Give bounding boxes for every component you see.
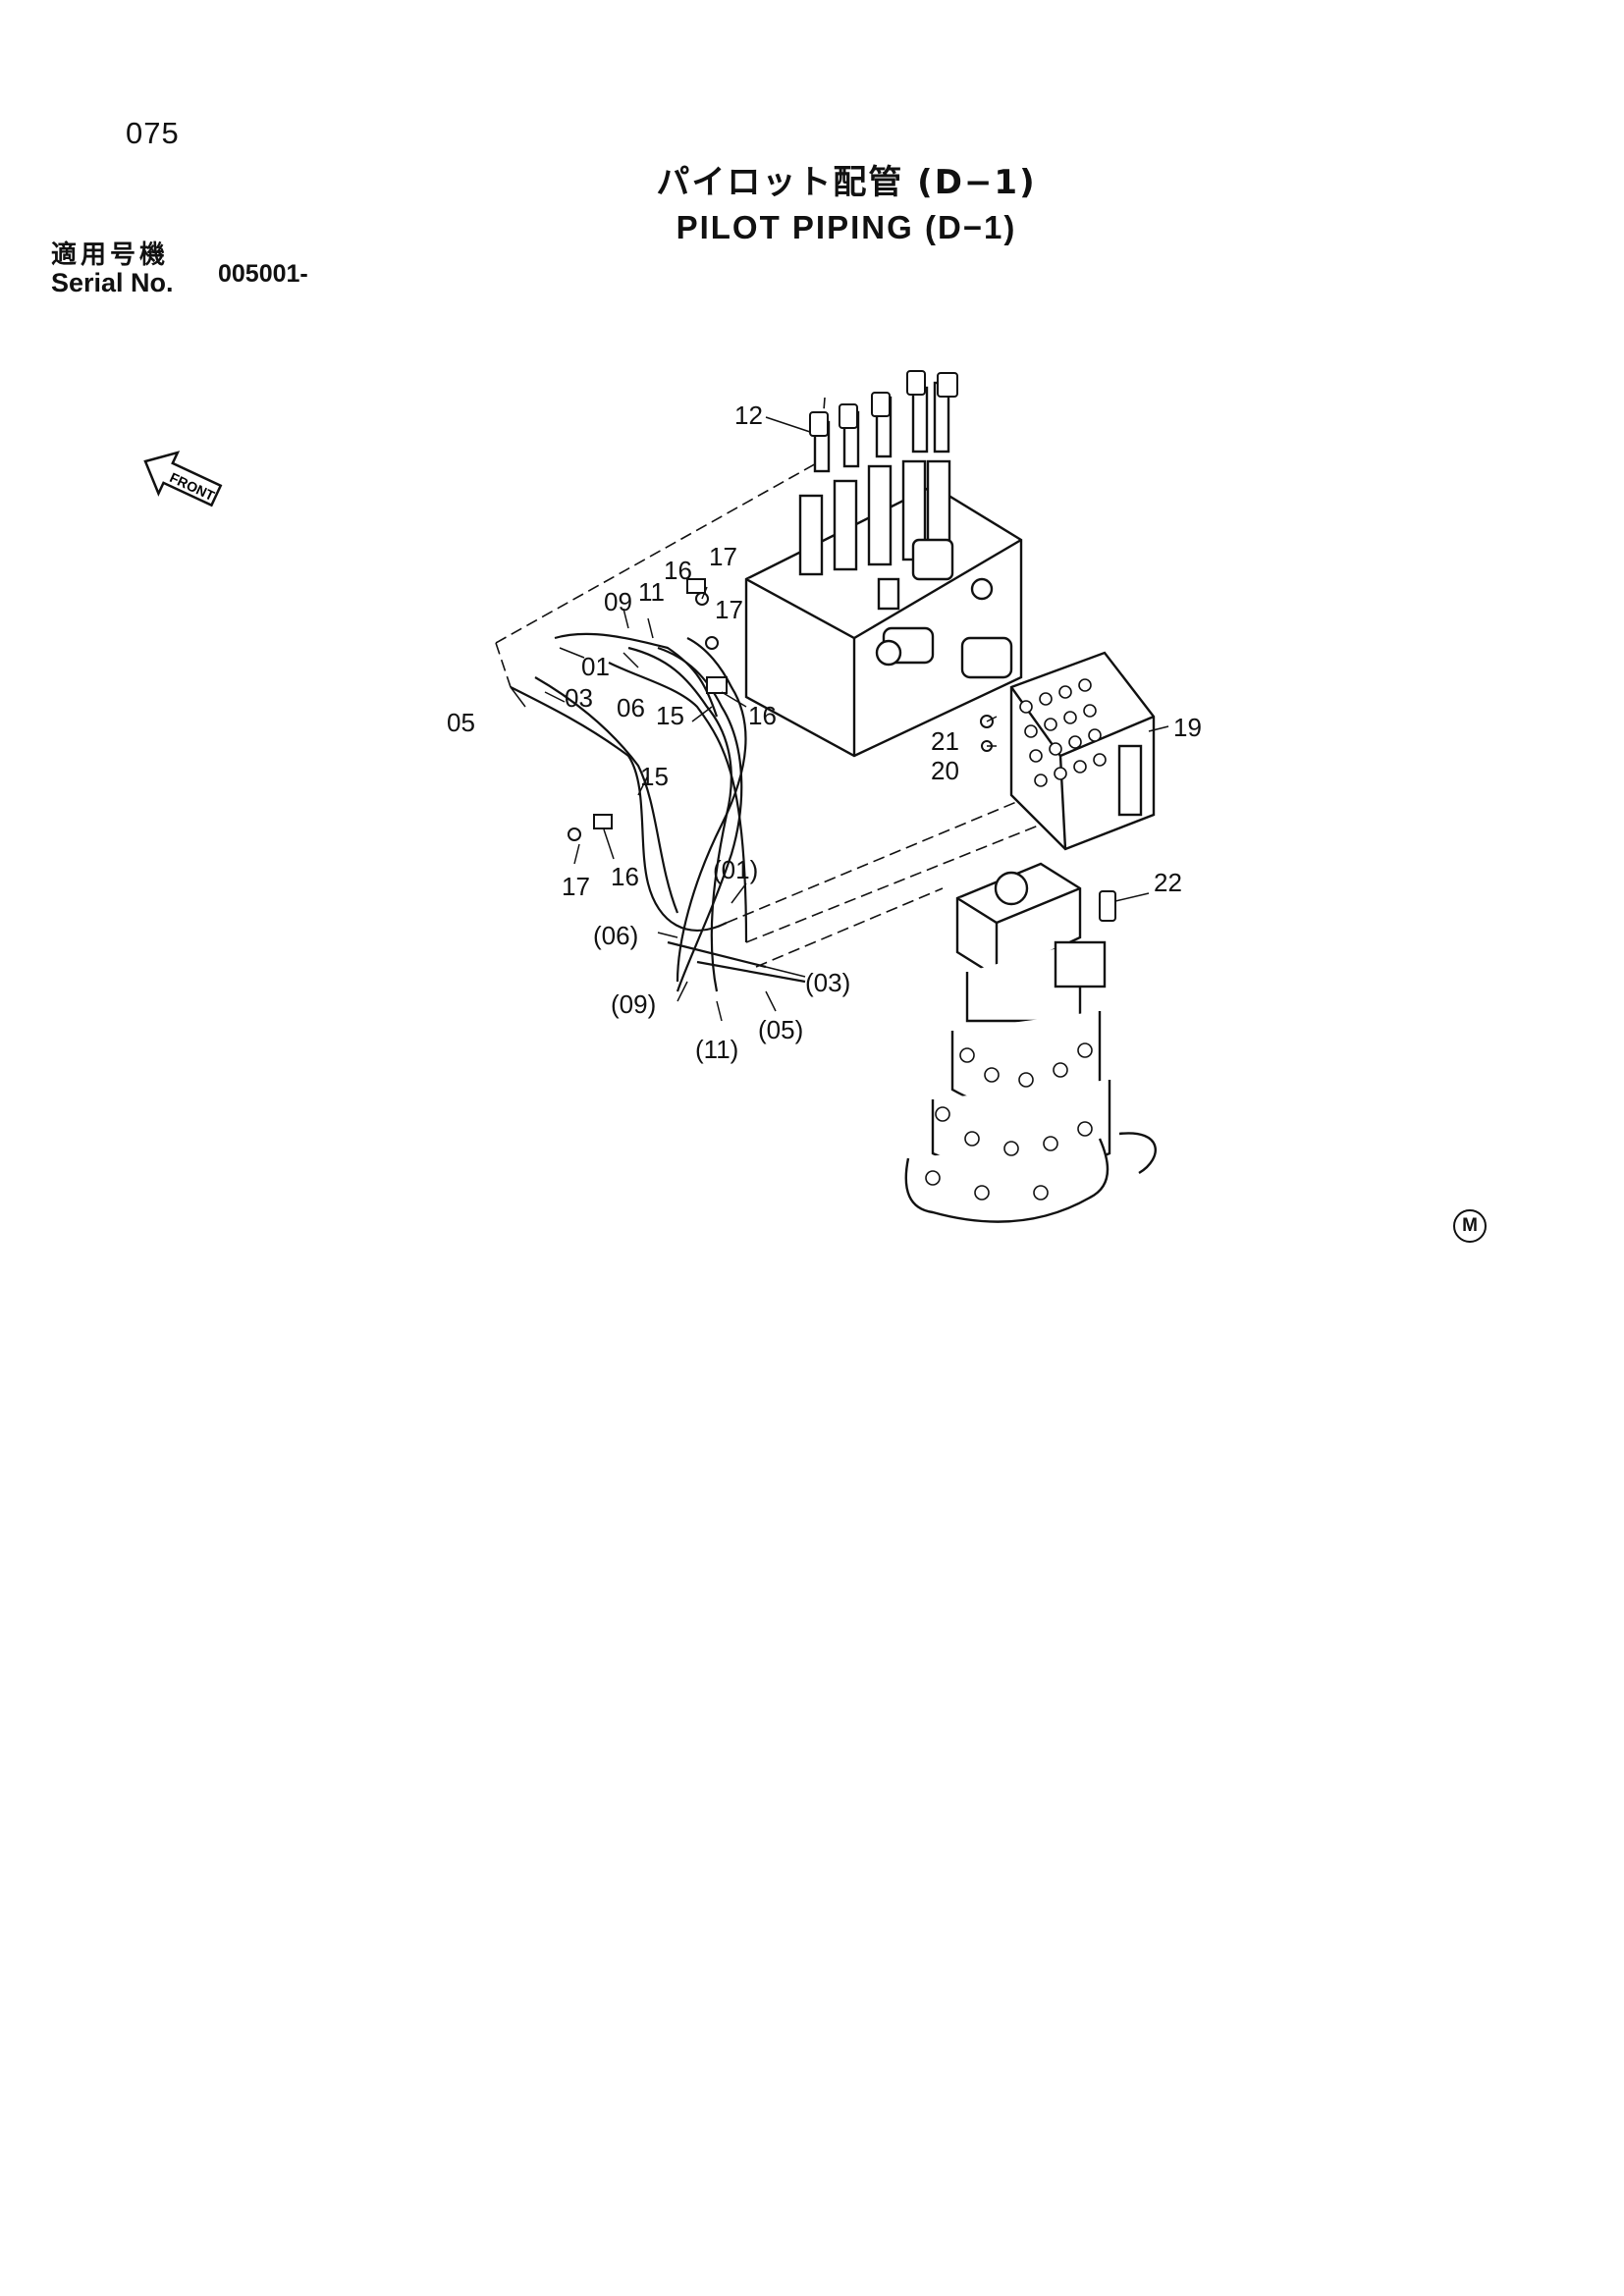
front-arrow-icon: FRONT [143,451,223,507]
callout-16-right: 16 [748,701,777,730]
corner-mark: M [1453,1209,1487,1243]
callout-09-ref: (09) [611,989,656,1019]
reference-lines [495,397,1042,968]
callout-17-middle: 17 [715,595,743,624]
pilot-fittings [809,370,958,437]
callout-03: 03 [565,683,593,713]
title-block: パイロット配管 (D−1) PILOT PIPING (D−1) [0,155,1624,246]
leader-lines [510,416,1169,1022]
callout-labels: 12 16 17 17 09 11 01 03 06 05 16 15 15 2… [447,400,1202,1064]
callout-05: 05 [447,708,475,737]
swing-motor [904,862,1157,1223]
callout-19: 19 [1173,713,1202,742]
callout-20: 20 [931,756,959,785]
clamps-and-bolts [568,578,994,841]
callout-15-upper: 15 [656,701,684,730]
callout-03-ref: (03) [805,968,850,997]
callout-11-ref: (11) [695,1035,738,1064]
callout-16-upper: 16 [664,556,692,585]
callout-06-ref: (06) [593,921,638,950]
pilot-valve-fittings [1019,678,1107,787]
callout-12: 12 [734,400,763,430]
title-japanese: パイロット配管 (D−1) [656,163,1037,202]
fitting-22 [1099,890,1116,922]
callout-17-lower: 17 [562,872,590,901]
callout-05-ref: (05) [758,1015,803,1044]
callout-22: 22 [1154,868,1182,897]
title-english: PILOT PIPING (D−1) [676,209,1017,245]
callout-17-upper: 17 [709,542,737,571]
callout-01-ref: (01) [713,855,758,884]
callout-06: 06 [617,693,645,722]
pilot-pipes [510,632,806,992]
serial-label: 適用号機 Serial No. [51,241,174,296]
callout-09: 09 [604,587,632,616]
control-valve [744,381,1023,758]
page-number: 075 [126,116,180,150]
callout-21: 21 [931,726,959,756]
callout-11: 11 [638,577,665,607]
callout-15-lower: 15 [640,762,669,791]
callout-01: 01 [581,652,610,681]
swing-motor-bolts [925,1042,1093,1201]
serial-number: 005001- [218,260,308,288]
serial-label-japanese: 適用号機 [51,240,170,270]
serial-label-english: Serial No. [51,268,174,297]
callout-16-lower: 16 [611,862,639,891]
